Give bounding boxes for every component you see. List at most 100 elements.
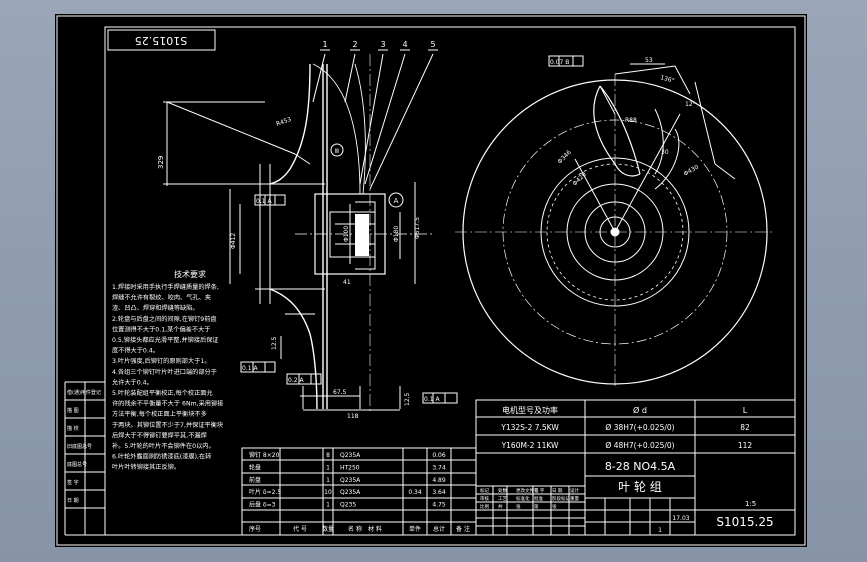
parts-row-qty: 1: [326, 464, 330, 471]
title-block-label: 处数: [498, 487, 507, 494]
title-mass: 17.03: [672, 515, 689, 522]
callout-1: 1: [322, 40, 327, 49]
motor-table-cell: Y160M-2 11KW: [501, 441, 559, 450]
parts-row-qty: 10: [324, 489, 332, 496]
dim-right-d2: Φ430: [683, 163, 701, 177]
dim-d: 12.5: [404, 392, 411, 406]
parts-row-total-weight: 4.75: [432, 502, 446, 509]
parts-row-name: 后盘 δ=3: [249, 501, 276, 509]
left-strip-label: 借(通)用件登记: [67, 389, 101, 396]
dim-dia-outer: Φ517.5: [414, 217, 421, 239]
title-block-label: 更改文件号: [516, 487, 539, 494]
dim-right-r: R88: [625, 117, 637, 124]
title-block-label: 第: [534, 503, 539, 510]
note-line: 4.各组三个铆钉叶片叶进口端的部分于: [112, 368, 217, 376]
section-view: [163, 49, 458, 414]
dim-c: 12.5: [271, 336, 278, 350]
title-block-label: 审核: [480, 495, 489, 502]
left-strip: [64, 381, 105, 536]
assembly-name: 叶 轮 组: [618, 480, 662, 494]
note-line: 0.5,铆接头都应光滑平整,并铆接后保证: [112, 336, 219, 344]
parts-row-name: 铆钉 8×20: [249, 451, 280, 459]
note-line: 5.叶轮装配组平衡校正,每个校正面允: [112, 389, 213, 397]
notes-lines: 1.焊接时采用手执行手焊缝质量的焊条,焊缝不允许有裂纹、咬肉、气孔、夹渣、凹凸、…: [112, 283, 223, 471]
tol-side-b: 0.1 A: [242, 365, 258, 372]
parts-row-qty: 1: [326, 477, 330, 484]
callout-3: 3: [380, 40, 385, 49]
title-block-label: 阶段标记: [552, 495, 570, 502]
number-box-top: [107, 29, 216, 51]
parts-row-material: Q235A: [340, 489, 361, 496]
note-line: 方法平衡,每个校正面上平衡块不多: [112, 410, 207, 418]
dim-r453: R453: [275, 116, 292, 128]
motor-table-cell: Ø 38H7(+0.025/0): [605, 423, 674, 432]
notes-title: 技术要求: [174, 269, 206, 279]
model-label: 8-28 NO4.5A: [605, 460, 676, 473]
dim-dia-hub: Φ100: [343, 226, 350, 242]
outer-frame: [56, 15, 806, 546]
note-line: 渣、凹凸、焊穿和焊缝等缺陷。: [112, 304, 199, 312]
motor-table-cell: Y132S-2 7.5KW: [500, 423, 559, 432]
parts-row-material: Q235: [340, 502, 356, 509]
title-block-label: 标准化: [516, 495, 530, 502]
title-block-label: 日 期: [552, 488, 563, 494]
tol-bottom-b: 0.1 A: [424, 396, 440, 403]
motor-table-cell: 112: [738, 441, 753, 450]
motor-table-header: Ø d: [633, 405, 647, 415]
parts-row-name: 轮盘: [249, 463, 261, 471]
dim-height: 329: [157, 156, 165, 169]
parts-row-qty: 1: [326, 502, 330, 509]
callout-5: 5: [430, 40, 435, 49]
title-block-label: 张: [552, 503, 557, 510]
motor-table: 电机型号及功率 Ø d L Y132S-2 7.5KW Ø 38H7(+0.025/0)…: [500, 405, 752, 450]
motor-table-cell: Ø 48H7(+0.025/0): [605, 441, 674, 450]
dim-dia-inner: Φ412: [230, 233, 237, 249]
title-block-label: 工艺: [498, 496, 507, 502]
callout-2: 2: [352, 40, 357, 49]
parts-header-remark: 备 注: [456, 525, 470, 533]
title-block-label: 设计: [570, 487, 579, 494]
callout-4: 4: [402, 40, 407, 49]
note-line: 叶片叶转铆接其正反铆。: [112, 463, 180, 471]
datum-a: A: [394, 197, 399, 205]
front-view: [455, 55, 775, 389]
title-block-label: 重量: [570, 495, 579, 502]
tol-side-a: 0.1 A: [256, 198, 272, 205]
parts-header-cell: 单件: [409, 525, 421, 533]
drawing-viewport[interactable]: S1015.25 S1015.25 8-28 NO4.5A 叶 轮 组 1 2 …: [55, 14, 807, 547]
parts-header-cell: 材 料: [368, 525, 382, 533]
tol-top-right: 0.07 B: [550, 59, 569, 66]
title-block-label: 比例: [480, 503, 489, 510]
motor-table-cell: 82: [740, 423, 750, 432]
parts-row-name: 前盘: [249, 476, 261, 484]
title-block-label: 签 字: [534, 487, 545, 494]
left-strip-label: 日 期: [67, 498, 79, 504]
title-block-label: 共: [498, 503, 503, 510]
note-line: 后焊大于不得铆钉要焊平其,不漏焊: [112, 431, 207, 439]
dim-dia-bore: Φ180: [393, 226, 400, 242]
motor-table-header: 电机型号及功率: [502, 405, 558, 415]
parts-header-cell: 名 称: [348, 525, 362, 533]
title-sheet: 1: [658, 527, 662, 534]
note-line: 允许大于0.4。: [112, 378, 153, 386]
note-line: 3.叶片强度,后铆钉的原则部大于1。: [112, 357, 210, 365]
parts-header-cell: 代 号: [293, 525, 307, 533]
note-line: 1.焊接时采用手执行手焊缝质量的焊条,: [112, 283, 219, 291]
drawing-number-top: S1015.25: [135, 34, 187, 47]
title-block-label: 标记: [480, 487, 489, 494]
parts-header-cell: 总计: [433, 525, 445, 533]
note-line: 位置测得不大于0.1,某个偏差不大于: [112, 325, 210, 333]
dim-right-small: 30: [661, 149, 669, 156]
parts-row-material: Q235A: [340, 452, 361, 459]
parts-row-name: 叶片 δ=2.5: [249, 488, 281, 496]
note-line: 2.轮盘与后盘之间的间隙,在铆钉9前盘: [112, 315, 217, 323]
note-line: 度不得大于0.4。: [112, 347, 159, 355]
parts-row-total-weight: 3.74: [432, 464, 446, 471]
parts-row-total-weight: 3.64: [432, 489, 446, 496]
motor-table-header: L: [743, 406, 748, 415]
parts-row-total-weight: 0.06: [432, 452, 446, 459]
dim-width-bottom: 67.5: [333, 389, 347, 396]
note-line: 6.叶轮外露面刷防锈漆底(漆膜),在转: [112, 453, 211, 461]
dim-width-total: 118: [347, 413, 359, 420]
